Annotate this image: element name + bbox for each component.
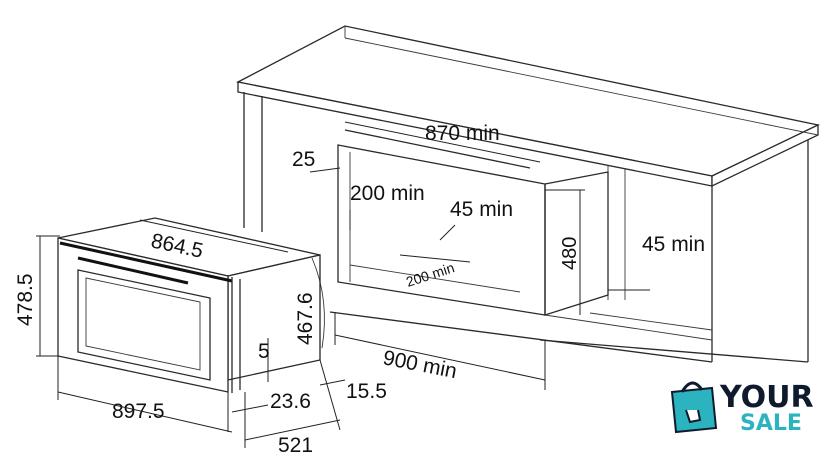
dim-line-897 — [57, 391, 233, 433]
cutout-side-box — [544, 171, 609, 316]
label-200-min-rear: 200 min — [350, 182, 425, 205]
cutout-front — [337, 144, 546, 316]
label-900-min: 900 min — [381, 346, 459, 383]
base-edge — [589, 312, 713, 331]
dim-line-23-6 — [231, 404, 269, 413]
cutout-bottom-rear — [349, 264, 521, 293]
yoursale-logo: YOUR SALE — [670, 380, 814, 436]
dim-line-521 — [244, 419, 341, 441]
dim-line-900 — [334, 334, 546, 381]
label-23-6: 23.6 — [270, 390, 311, 413]
logo-word-sale: SALE — [740, 411, 802, 436]
label-200-min-base: 200 min — [404, 259, 456, 290]
dimension-lines — [36, 121, 650, 448]
dim-line-864 — [139, 219, 289, 253]
logo-word-your: YOUR — [719, 380, 814, 415]
label-15-5: 15.5 — [346, 380, 387, 403]
cabinet — [236, 25, 821, 363]
floor-line — [329, 311, 713, 363]
oven-handle — [77, 256, 189, 285]
cutout-floor-edge — [544, 314, 713, 341]
label-25: 25 — [292, 148, 315, 171]
label-45-min-outer: 45 min — [642, 233, 705, 256]
dim-ext-521-right — [319, 359, 341, 431]
label-467-6: 467.6 — [294, 292, 317, 345]
cutout-top-rear — [344, 129, 531, 169]
dim-line-45-inner — [439, 224, 456, 241]
dim-line-15-5 — [319, 379, 346, 386]
oven-window-outer — [77, 269, 211, 381]
dim-line-25 — [309, 167, 341, 173]
oven-control-strip — [59, 241, 233, 283]
oven-rear-curve — [311, 257, 325, 349]
label-478-5: 478.5 — [14, 273, 37, 326]
dim-line-870 — [344, 121, 541, 163]
label-521: 521 — [278, 434, 313, 457]
label-897-5: 897.5 — [112, 400, 165, 423]
floor-line-right — [539, 339, 809, 363]
oven-window-inner — [85, 277, 201, 371]
worktop-back-line — [344, 37, 819, 136]
oven — [57, 217, 325, 393]
label-45-min-inner: 45 min — [450, 198, 513, 221]
label-5: 5 — [258, 340, 270, 363]
label-480: 480 — [559, 237, 581, 270]
shopping-bag-hand-icon — [670, 381, 718, 434]
label-870-min: 870 min — [425, 122, 500, 145]
dim-line-200-base — [399, 254, 471, 263]
